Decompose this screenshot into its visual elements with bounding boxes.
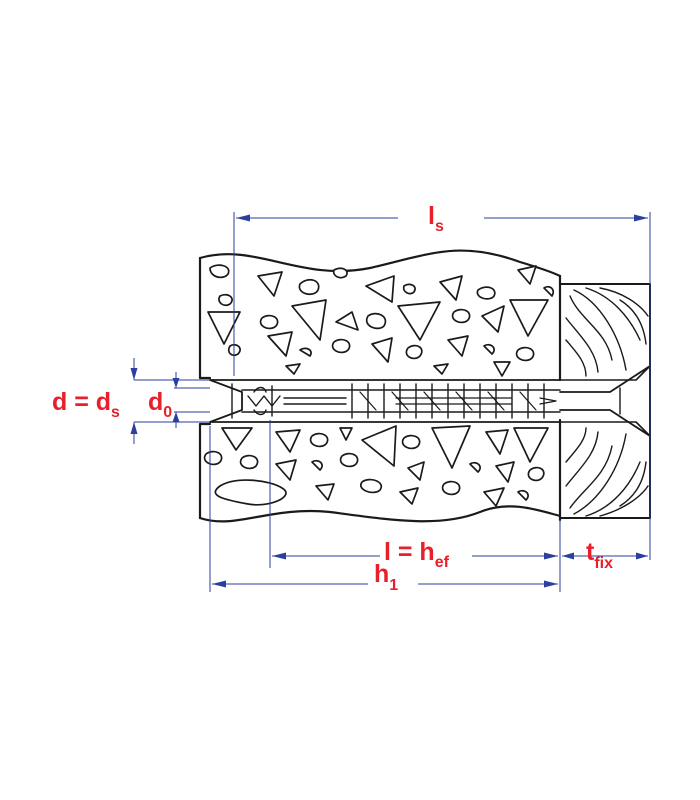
fixture-timber [559,283,651,519]
aggregate-stones-lower [203,425,549,507]
label-l-equals-hef: l = hef [384,538,450,571]
aggregate-stones-upper [207,264,555,377]
anchor-plug [209,365,651,437]
label-d0: d0 [148,388,172,421]
label-h1: h1 [374,560,398,594]
label-d-equals-ds: d = ds [52,388,120,421]
dimension-lines [130,212,651,592]
label-ls: ls [428,202,444,235]
label-tfix: tfix [586,538,613,572]
